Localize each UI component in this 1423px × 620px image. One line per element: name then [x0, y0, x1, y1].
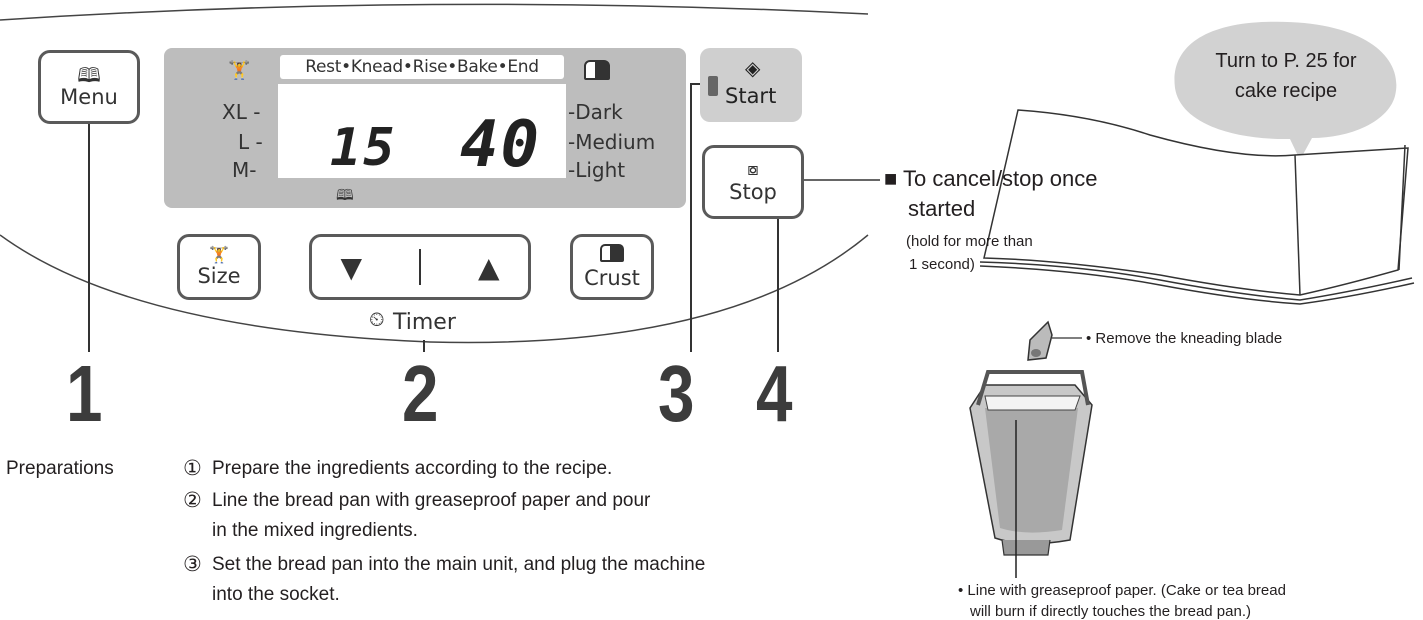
crust-icon: [600, 244, 624, 262]
prep-marker-2: ②: [183, 488, 202, 512]
size-label: Size: [197, 264, 241, 288]
stop-label: Stop: [729, 180, 777, 204]
preparations-heading: Preparations: [6, 458, 114, 479]
crust-button[interactable]: Crust: [570, 234, 654, 300]
start-icon: ◈: [745, 58, 761, 80]
book-icon: 🕮: [77, 63, 101, 87]
bubble-line1: Turn to P. 25 for: [1215, 50, 1357, 72]
prep-marker-3: ③: [183, 552, 202, 576]
stop-note-line3: (hold for more than: [906, 233, 1033, 250]
stop-note-line1: ■ To cancel/stop once: [884, 166, 1098, 191]
recipe-book-icon: [979, 109, 1415, 305]
size-button[interactable]: 🏋 Size: [177, 234, 261, 300]
prep-item-3-line1: Set the bread pan into the main unit, an…: [212, 554, 706, 575]
size-level-m: M-: [232, 158, 257, 182]
prep-item-1-line1: Prepare the ingredients according to the…: [212, 458, 613, 479]
menu-label: Menu: [60, 85, 118, 109]
crust-label: Crust: [584, 266, 640, 290]
lcd-mode-bar: Rest•Knead•Rise•Bake•End: [280, 55, 564, 79]
stop-note-line4: 1 second): [909, 256, 975, 273]
timer-clock-icon: ⏲: [369, 309, 385, 331]
size-weight-icon: 🏋: [228, 60, 251, 80]
display-right-digits: 40: [460, 108, 542, 182]
prep-item-2-line1: Line the bread pan with greaseproof pape…: [212, 490, 651, 511]
step-number-2: 2: [402, 349, 439, 438]
timer-up-button[interactable]: ▲: [477, 250, 500, 284]
speech-bubble: [1174, 21, 1397, 160]
bubble-line2: cake recipe: [1234, 80, 1338, 102]
start-indicator-led: [708, 76, 718, 96]
paper-note-line1: • Line with greaseproof paper. (Cake or …: [958, 582, 1286, 599]
crust-level-dark: -Dark: [568, 100, 623, 124]
stop-button[interactable]: ⧇ Stop: [702, 145, 804, 219]
menu-indicator-icon: 🕮: [336, 187, 354, 204]
crust-level-medium: -Medium: [568, 130, 656, 154]
timer-button-group: ▼ ▲: [309, 234, 531, 300]
prep-marker-1: ①: [183, 456, 202, 480]
menu-button[interactable]: 🕮 Menu: [38, 50, 140, 124]
stop-note-line2: started: [908, 196, 976, 221]
prep-item-3-line2: into the socket.: [212, 584, 340, 605]
paper-note-line2: will burn if directly touches the bread …: [970, 603, 1251, 620]
step-number-3: 3: [658, 349, 695, 438]
bread-pan-icon: [969, 370, 1093, 578]
size-level-l: L -: [238, 130, 263, 154]
size-level-xl: XL -: [222, 100, 261, 124]
crust-level-light: -Light: [568, 158, 626, 182]
size-icon: 🏋: [209, 245, 229, 264]
timer-down-button[interactable]: ▼: [340, 250, 363, 284]
blade-note: • Remove the kneading blade: [1086, 330, 1283, 347]
stop-icon: ⧇: [747, 159, 759, 180]
step-number-1: 1: [66, 349, 103, 438]
start-label: Start: [725, 84, 777, 108]
timer-divider: [419, 249, 421, 285]
lcd-screen: [278, 84, 566, 178]
crust-toast-icon: [584, 60, 610, 80]
timer-label: Timer: [393, 310, 456, 335]
kneading-blade-icon: [1027, 320, 1082, 361]
prep-item-2-line2: in the mixed ingredients.: [212, 520, 418, 541]
display-left-digits: 15: [330, 118, 397, 178]
step-number-4: 4: [756, 349, 793, 438]
